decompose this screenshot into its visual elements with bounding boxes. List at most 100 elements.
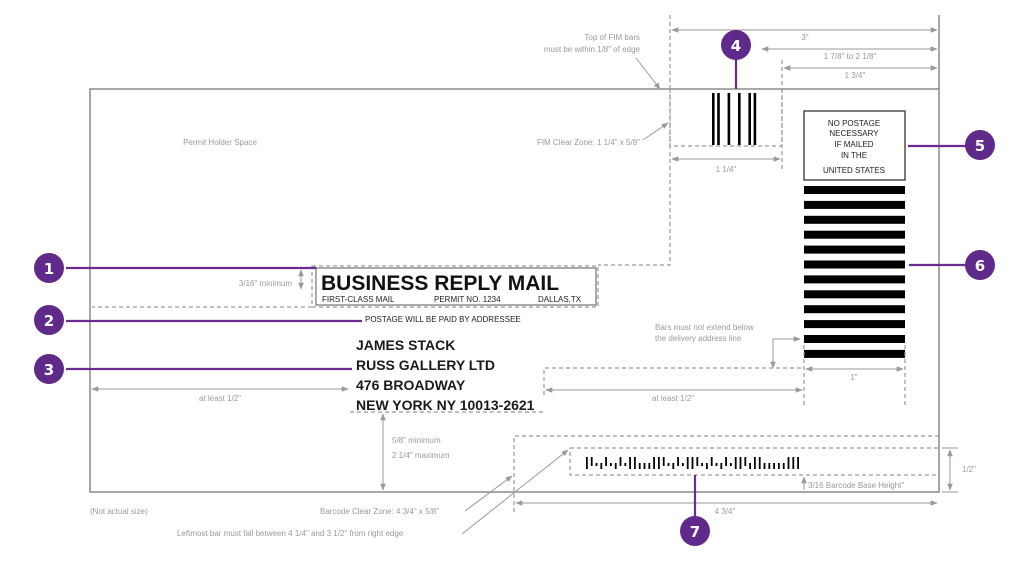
callout-badge-6: 6 — [965, 250, 995, 280]
horizontal-bar — [804, 215, 905, 224]
address-right-clear-guide — [543, 367, 804, 395]
barcode-bar — [730, 463, 732, 466]
dim-half-in-label: 1/2" — [962, 465, 976, 474]
brm-permit: PERMIT NO. 1234 — [434, 295, 501, 304]
barcode-bar — [782, 463, 785, 469]
barcode-bar — [643, 463, 646, 469]
no-postage-line4: IN THE — [841, 151, 867, 160]
barcode-bar — [686, 457, 689, 469]
callout-badge-5: 5 — [965, 130, 995, 160]
callout-badge-2: 2 — [34, 305, 64, 335]
address-max-note: 2 1/4" maximum — [392, 451, 450, 460]
brm-postage-paid: POSTAGE WILL BE PAID BY ADDRESSEE — [365, 315, 521, 324]
dim-1in-label: 1" — [850, 373, 857, 382]
barcode-bar — [720, 463, 723, 469]
no-postage-line5: UNITED STATES — [823, 166, 885, 175]
horizontal-bar — [804, 275, 905, 284]
barcode-bar — [662, 457, 665, 466]
barcode-bar — [614, 463, 617, 469]
brm-city: DALLAS,TX — [538, 295, 582, 304]
barcode-bar — [754, 457, 756, 469]
barcode-bar — [691, 457, 694, 469]
barcode-bar — [792, 457, 795, 469]
dim-1-1-4-label: 1 1/4" — [716, 165, 737, 174]
horizontal-bar — [804, 305, 905, 314]
brm-legend-box — [315, 267, 597, 306]
barcode-bar — [595, 463, 598, 466]
barcode-bar — [629, 457, 631, 469]
horizontal-bar — [804, 320, 905, 329]
barcode-bar — [586, 457, 588, 469]
barcode-bar — [667, 463, 670, 466]
barcode-bar — [710, 457, 713, 466]
svg-text:4: 4 — [731, 37, 741, 55]
leftmost-bar-note: Leftmost bar must fall between 4 1/4" an… — [177, 529, 404, 538]
address-line3: 476 BROADWAY — [356, 377, 466, 393]
brm-title: BUSINESS REPLY MAIL — [321, 272, 559, 295]
dim-4-3-4-label: 4 3/4" — [715, 507, 736, 516]
barcode-clear-zone-note: Barcode Clear Zone: 4 3/4" x 5/8" — [320, 507, 439, 516]
svg-text:5: 5 — [975, 137, 985, 155]
horizontal-bar — [804, 186, 905, 194]
horizontal-bar — [804, 290, 905, 299]
barcode-bar — [672, 463, 675, 469]
leftmost-bar-arrow — [461, 449, 569, 535]
address-line4: NEW YORK NY 10013-2621 — [356, 397, 535, 413]
brm-class: FIRST-CLASS MAIL — [322, 295, 395, 304]
barcode-bar — [763, 463, 766, 469]
permit-space-boundary — [598, 89, 671, 266]
dim-1-7-8-label: 1 7/8" to 2 1/8" — [824, 52, 877, 61]
no-postage-box — [803, 110, 906, 181]
address-line2: RUSS GALLERY LTD — [356, 357, 495, 373]
barcode-bar — [600, 463, 603, 469]
barcode-base-height-note: 3/16 Barcode Base Height" — [808, 481, 904, 490]
barcode-bar — [715, 463, 718, 466]
not-actual-size-note: (Not actual size) — [90, 507, 148, 516]
fim-top-note-line1: Top of FIM bars — [584, 33, 640, 42]
barcode-bar — [677, 457, 679, 466]
bars-note-line2: the delivery address line — [655, 334, 742, 343]
address-min-note: 5/8" minimum — [392, 436, 441, 445]
horizontal-bar — [804, 200, 905, 209]
barcode-clear-zone-arrow — [464, 475, 513, 512]
fim-bars — [712, 93, 757, 145]
svg-text:6: 6 — [975, 257, 985, 275]
address-line1: JAMES STACK — [356, 337, 455, 353]
svg-text:7: 7 — [690, 523, 700, 541]
no-postage-line3: IF MAILED — [834, 140, 873, 149]
fim-bar — [717, 93, 720, 145]
three-sixteenths-note: 3/16" minimum — [239, 279, 292, 288]
callout-badge-3: 3 — [34, 354, 64, 384]
bars-note-arrow — [770, 336, 801, 369]
horizontal-bar — [804, 245, 905, 254]
fim-clear-zone — [669, 88, 783, 147]
intelligent-mail-barcode — [586, 457, 799, 469]
barcode-bar — [758, 457, 761, 469]
callout-badge-4: 4 — [721, 30, 751, 60]
barcode-bar — [734, 457, 737, 469]
dim-3in-label: 3" — [801, 33, 808, 42]
barcode-bar — [634, 457, 636, 469]
callout-badge-7: 7 — [680, 516, 710, 546]
barcode-bar — [605, 457, 607, 466]
barcode-clear-zone — [513, 435, 939, 512]
barcode-bar — [797, 457, 799, 469]
fim-top-note-line2: must be within 1/8" of edge — [544, 45, 641, 54]
barcode-bar — [778, 463, 780, 469]
horizontal-bar — [804, 349, 905, 358]
fim-clear-zone-arrow — [642, 122, 669, 141]
dim-1-3-4-label: 1 3/4" — [845, 71, 866, 80]
barcode-bar — [648, 463, 651, 469]
bars-note-line1: Bars must not extend below — [655, 323, 754, 332]
horizontal-bar — [804, 335, 905, 343]
horizontal-bar — [804, 260, 905, 269]
barcode-bar — [624, 463, 627, 466]
svg-text:2: 2 — [44, 312, 54, 330]
barcode-bar — [744, 457, 747, 466]
barcode-bar — [696, 457, 699, 466]
barcode-bar — [787, 457, 790, 469]
barcode-bar — [638, 463, 641, 469]
fim-clear-zone-note: FIM Clear Zone: 1 1/4" x 5/8" — [537, 138, 640, 147]
barcode-zone — [569, 447, 940, 476]
